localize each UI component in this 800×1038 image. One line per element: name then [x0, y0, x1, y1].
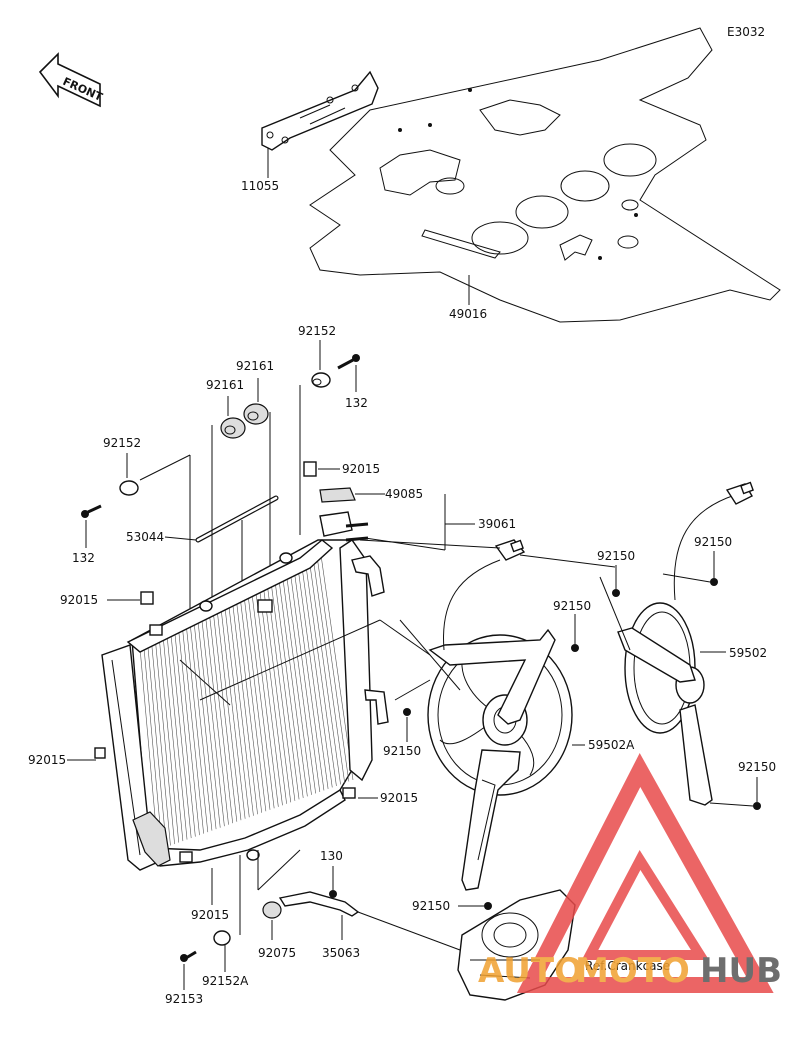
label-35063: 35063	[322, 946, 360, 960]
watermark-logo: AUTO MOTO HUB	[478, 753, 782, 993]
bolt-130	[329, 890, 337, 898]
collar-92152-left	[119, 480, 139, 496]
watermark-text-1: AUTO	[478, 951, 583, 991]
grommet-92161-b	[243, 403, 269, 425]
watermark-text-2: MOTO	[575, 951, 690, 991]
watermark-text-3: HUB	[700, 951, 782, 991]
label-92150-b: 92150	[694, 535, 732, 549]
label-92152-top: 92152	[298, 324, 336, 338]
collar-92152-top	[311, 372, 331, 388]
label-92161-b: 92161	[236, 359, 274, 373]
fan-59502A	[427, 539, 573, 891]
label-92015-a: 92015	[342, 462, 380, 476]
label-92150-a: 92150	[597, 549, 635, 563]
collar-92152A	[213, 930, 231, 946]
bolt-92150-d	[403, 708, 411, 716]
bolt-92150-c	[571, 644, 579, 652]
clip-92015-top	[303, 461, 317, 477]
label-59502A: 59502A	[588, 738, 635, 752]
radiator-core-fins	[139, 547, 354, 851]
grommet-92161-a	[220, 417, 246, 439]
insulation-plate-49016	[309, 27, 781, 323]
diagram-code: E3032	[727, 25, 765, 39]
label-92152-left: 92152	[103, 436, 141, 450]
label-92015-b: 92015	[60, 593, 98, 607]
label-92150-e: 92150	[738, 760, 776, 774]
label-92015-e: 92015	[191, 908, 229, 922]
bolt-92150-f	[484, 902, 492, 910]
clip-92015-left	[140, 591, 154, 605]
label-92015-c: 92015	[28, 753, 66, 767]
label-92015-d: 92015	[380, 791, 418, 805]
label-92150-f: 92150	[412, 899, 450, 913]
label-49016: 49016	[449, 307, 487, 321]
label-ref-crankcase: Ref.Crankcase	[585, 959, 670, 973]
label-53044: 53044	[126, 530, 164, 544]
rod-53044	[195, 495, 279, 543]
bolt-92150-b	[710, 578, 718, 586]
label-92075: 92075	[258, 946, 296, 960]
fan-59502	[617, 481, 754, 806]
label-92150-c: 92150	[553, 599, 591, 613]
bolt-92150-a	[612, 589, 620, 597]
label-92150-d: 92150	[383, 744, 421, 758]
seal-49085	[319, 487, 356, 503]
label-59502: 59502	[729, 646, 767, 660]
label-132-top: 132	[345, 396, 368, 410]
label-92161-a: 92161	[206, 378, 244, 392]
label-130: 130	[320, 849, 343, 863]
grommet-92075	[262, 901, 282, 919]
bracket-35063	[278, 891, 360, 917]
label-92152A: 92152A	[202, 974, 249, 988]
front-arrow-icon: FRONT	[38, 52, 105, 108]
label-92153: 92153	[165, 992, 203, 1006]
crankcase-ref	[457, 889, 576, 1001]
label-11055: 11055	[241, 179, 279, 193]
bolt-132-left	[81, 504, 102, 518]
bolt-92150-e	[753, 802, 761, 810]
bolt-132-top	[337, 354, 360, 370]
label-49085: 49085	[385, 487, 423, 501]
label-39061: 39061	[478, 517, 516, 531]
label-132-left: 132	[72, 551, 95, 565]
bolt-92153	[180, 950, 197, 962]
radiator	[94, 511, 389, 871]
bracket-11055	[261, 70, 379, 151]
